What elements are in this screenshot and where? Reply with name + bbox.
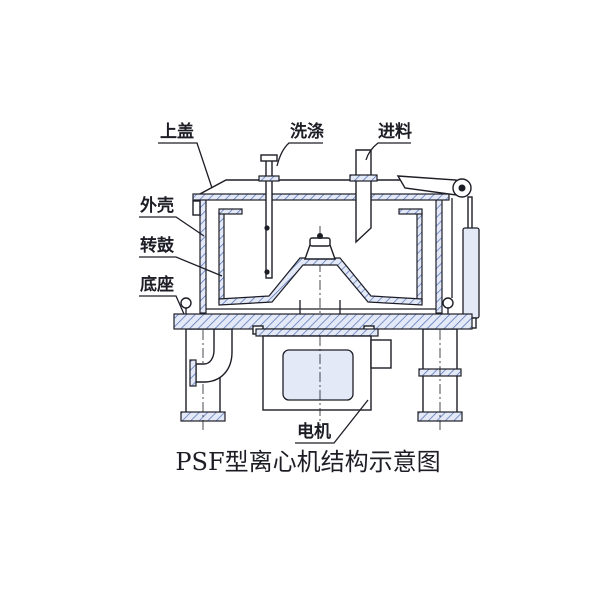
right-eye-ring <box>442 297 454 309</box>
drum-bottom-cone <box>218 257 423 306</box>
label-top-cover: 上盖 <box>160 121 194 142</box>
left-lifting-eye <box>180 297 192 314</box>
drum <box>218 208 423 306</box>
outer-shell-left-wall <box>199 198 207 314</box>
label-base: 底座 <box>140 274 174 295</box>
hub-cap <box>309 237 331 247</box>
strut-cylinder <box>462 227 480 319</box>
discharge-elbow-flange <box>189 359 197 387</box>
label-feed: 进料 <box>378 121 412 142</box>
hinge-pin-center <box>458 184 466 192</box>
leader-top-cover <box>158 142 213 189</box>
washing-pipe-cap <box>260 154 278 162</box>
label-drum: 转鼓 <box>140 235 175 256</box>
feed-pipe-flange <box>349 174 378 182</box>
drum-left-wall <box>218 212 225 304</box>
base-plate-body <box>173 313 473 330</box>
washing-nozzle-upper <box>264 225 270 231</box>
cover-side-hook <box>192 200 201 216</box>
strut-rod <box>467 196 473 230</box>
drum-hub <box>299 233 341 314</box>
hub-nut <box>317 233 323 239</box>
base-plate <box>173 313 473 335</box>
drum-right-wall <box>416 212 423 304</box>
outer-shell-right-wall <box>435 198 443 314</box>
top-cover-rim <box>192 193 450 201</box>
leader-feed <box>365 142 411 161</box>
drum-right-lip <box>398 208 423 215</box>
diagram-title: PSF型离心机结构示意图 <box>175 448 440 476</box>
hub-body <box>304 244 336 260</box>
left-eye-ring <box>180 297 192 309</box>
discharge-elbow <box>189 328 233 387</box>
motor-flange <box>255 328 379 337</box>
right-leg <box>417 328 463 432</box>
motor <box>255 328 392 411</box>
leader-outer-shell <box>139 216 205 237</box>
washing-pipe-flange <box>258 175 280 182</box>
drum-left-lip <box>218 208 243 215</box>
leader-motor <box>295 399 369 444</box>
feed-pipe <box>349 149 378 244</box>
motor-terminal-box <box>370 339 392 369</box>
label-motor: 电机 <box>297 421 331 442</box>
washing-nozzle-lower <box>264 269 270 275</box>
label-outer-shell: 外壳 <box>140 195 174 216</box>
washing-pipe <box>258 154 280 279</box>
leader-lines <box>139 142 411 444</box>
motor-body <box>282 349 354 401</box>
feed-pipe-tube <box>355 149 372 244</box>
right-lifting-eye <box>442 297 454 314</box>
labels: 上盖 洗涤 进料 外壳 转鼓 底座 电机 <box>140 121 412 442</box>
leader-base <box>139 295 185 315</box>
leader-drum <box>139 256 223 277</box>
label-washing: 洗涤 <box>290 121 324 142</box>
leader-washing <box>276 142 323 167</box>
